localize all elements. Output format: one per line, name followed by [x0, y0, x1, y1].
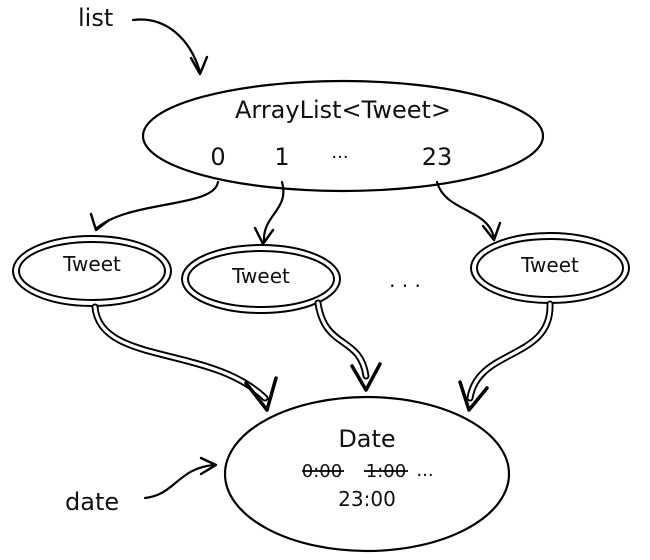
- index0-arrow: [95, 180, 220, 230]
- arraylist-index-23: 23: [422, 143, 453, 171]
- tweet1-date-arrowhead: [244, 376, 278, 412]
- index23-arrowhead: [481, 221, 502, 242]
- date-title: Date: [338, 425, 395, 453]
- arraylist-node: [141, 79, 545, 193]
- arraylist-title: ArrayList<Tweet>: [235, 96, 451, 124]
- tweet-node-3-label: Tweet: [520, 253, 579, 277]
- date-trailing-ellipsis: ...: [416, 460, 433, 481]
- list-arrowhead: [189, 55, 209, 76]
- index1-arrow: [262, 180, 285, 244]
- date-arrow: [143, 463, 216, 500]
- date-arrowhead: [199, 456, 218, 476]
- index1-arrowhead: [253, 226, 275, 246]
- tweet3-date-arrowhead: [458, 380, 489, 412]
- date-current-value: 23:00: [338, 487, 396, 511]
- arraylist-index-0: 0: [210, 143, 225, 171]
- arraylist-index-ellipsis: ...: [331, 142, 348, 163]
- tweet-node-3: Tweet: [470, 232, 630, 304]
- tweet2-date-arrowhead: [350, 362, 382, 392]
- tweet-ellipsis: . . .: [389, 268, 421, 292]
- tweet-node-2-label: Tweet: [231, 264, 290, 288]
- tweet-node-1-label: Tweet: [62, 252, 121, 276]
- date-label: date: [65, 488, 119, 516]
- tweet3-date-arrow: [458, 300, 554, 412]
- index0-arrowhead: [89, 212, 111, 232]
- list-arrow: [131, 18, 202, 74]
- tweet-node-2: Tweet: [181, 244, 341, 314]
- tweet1-date-arrow: [91, 303, 278, 412]
- date-node: [223, 395, 511, 553]
- list-label: list: [78, 4, 113, 32]
- arraylist-index-1: 1: [274, 143, 289, 171]
- index23-arrow: [435, 180, 496, 240]
- tweet2-date-arrow: [314, 299, 382, 392]
- tweet-node-1: Tweet: [12, 235, 172, 307]
